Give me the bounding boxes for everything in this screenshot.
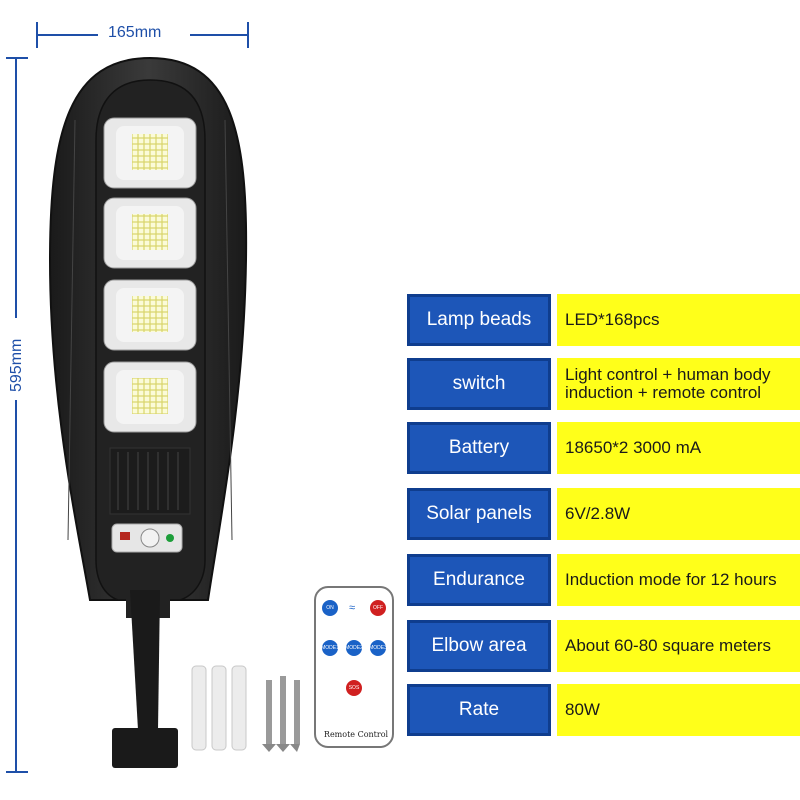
spec-row-elbow-area: Elbow area About 60-80 square meters xyxy=(407,620,800,672)
spec-label: Endurance xyxy=(407,554,551,606)
spec-row-solar-panels: Solar panels 6V/2.8W xyxy=(407,488,800,540)
width-dimension-line-right xyxy=(190,34,248,36)
height-dimension-tick-bottom xyxy=(6,771,28,773)
led-module-2 xyxy=(103,197,197,269)
remote-sos-button: SOS xyxy=(346,680,362,696)
spec-value: Light control + human body induction + r… xyxy=(557,358,800,410)
spec-value: 80W xyxy=(557,684,800,736)
spec-value: LED*168pcs xyxy=(557,294,800,346)
width-dimension-line-left xyxy=(36,34,98,36)
spec-label: Rate xyxy=(407,684,551,736)
spec-label: Elbow area xyxy=(407,620,551,672)
led-module-3 xyxy=(103,279,197,351)
remote-off-button: OFF xyxy=(370,600,386,616)
remote-mode1-button: MODE1 xyxy=(321,640,339,656)
spec-value: 18650*2 3000 mA xyxy=(557,422,800,474)
wall-plugs xyxy=(191,665,247,751)
spec-row-endurance: Endurance Induction mode for 12 hours xyxy=(407,554,800,606)
width-dimension-tick-left xyxy=(36,22,38,48)
width-dimension-label: 165mm xyxy=(108,24,162,41)
remote-control-label: Remote Control xyxy=(323,730,389,739)
remote-mode2-button: MODE2 xyxy=(345,640,363,656)
led-module-1 xyxy=(103,117,197,189)
height-dimension-line-top xyxy=(15,58,17,318)
screws xyxy=(262,676,300,752)
led-module-4 xyxy=(103,361,197,433)
spec-row-switch: switch Light control + human body induct… xyxy=(407,358,800,410)
spec-label: Battery xyxy=(407,422,551,474)
spec-value: About 60-80 square meters xyxy=(557,620,800,672)
remote-on-button: ON xyxy=(322,600,338,616)
spec-row-battery: Battery 18650*2 3000 mA xyxy=(407,422,800,474)
remote-control-image: ON ≈ OFF MODE1 MODE2 MODE3 SOS Remote Co… xyxy=(314,586,394,748)
height-dimension-line-bottom xyxy=(15,400,17,772)
spec-row-rate: Rate 80W xyxy=(407,684,800,736)
spec-value: 6V/2.8W xyxy=(557,488,800,540)
spec-label: Solar panels xyxy=(407,488,551,540)
width-dimension-tick-right xyxy=(247,22,249,48)
spec-value: Induction mode for 12 hours xyxy=(557,554,800,606)
height-dimension-tick-top xyxy=(6,57,28,59)
spec-label: Lamp beads xyxy=(407,294,551,346)
wifi-icon: ≈ xyxy=(349,602,356,614)
spec-row-lamp-beads: Lamp beads LED*168pcs xyxy=(407,294,800,346)
remote-mode3-button: MODE3 xyxy=(369,640,387,656)
solar-street-lamp-image xyxy=(48,56,300,768)
spec-label: switch xyxy=(407,358,551,410)
